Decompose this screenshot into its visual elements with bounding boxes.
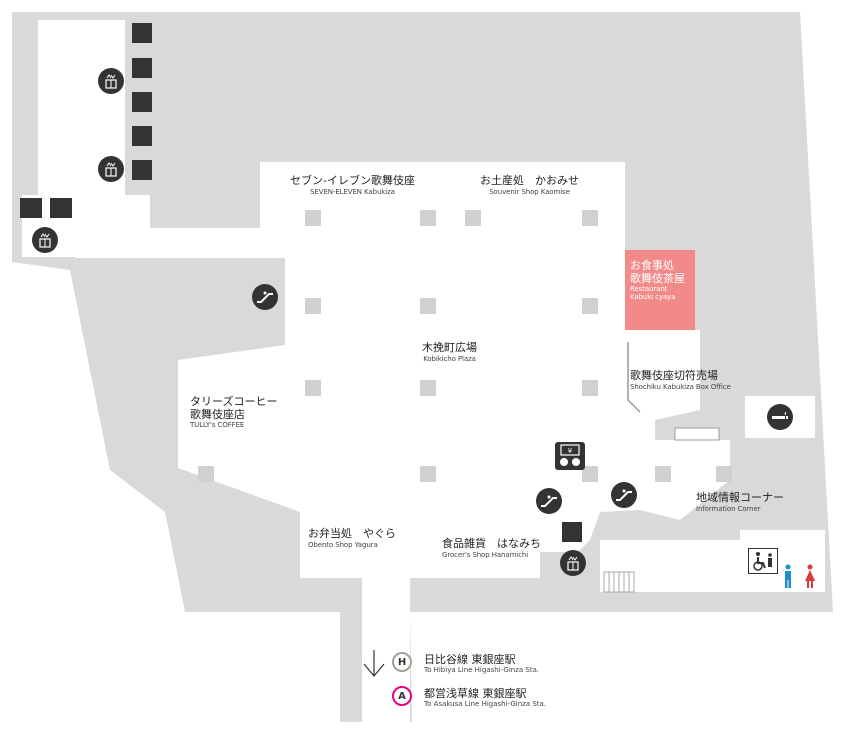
bento-en: Obento Shop Yagura [308, 540, 378, 549]
escalator-icon [536, 488, 562, 514]
box-office-counter [674, 427, 720, 441]
box-office-wall [627, 342, 641, 413]
grocery-en: Grocer's Shop Hanamichi [442, 550, 529, 559]
hibiya-exit-jp: 日比谷線 東銀座駅 [424, 653, 516, 666]
restaurant-area [625, 250, 695, 330]
plaza-jp: 木挽町広場 [422, 341, 477, 354]
hibiya-line-badge: H [392, 652, 412, 672]
upper-left-corridor [38, 20, 150, 228]
restaurant-en2: Kabuki cyaya [630, 293, 676, 302]
label-restaurant: お食事処 歌舞伎茶屋 Restaurant Kabuki cyaya [630, 259, 685, 302]
smoking-area-icon [767, 404, 793, 430]
tullys-en: TULLY's COFFEE [190, 421, 245, 430]
hibiya-exit-en: To Hibiya Line Higashi-Ginza Sta. [424, 666, 540, 674]
restaurant-jp2: 歌舞伎茶屋 [630, 271, 685, 285]
elevator-shafts [20, 23, 582, 542]
label-seven-eleven: セブン-イレブン歌舞伎座 SEVEN-ELEVEN Kabukiza [290, 174, 415, 196]
grocery-jp: 食品雑貨 はなみち [442, 537, 541, 550]
label-plaza: 木挽町広場 Kobikicho Plaza [422, 341, 477, 363]
stairs [603, 571, 635, 593]
label-bento: お弁当処 やぐら Obento Shop Yagura [308, 527, 396, 549]
exit-arrow [363, 650, 385, 677]
restaurant-en1: Restaurant [630, 285, 668, 294]
label-box-office: 歌舞伎座切符売場 Shochiku Kabukiza Box Office [630, 369, 731, 391]
escalator-icon [611, 482, 637, 508]
pillars [198, 210, 732, 482]
souvenir-en: Souvenir Shop Kaomise [489, 187, 570, 196]
restaurant-jp1: お食事処 [630, 259, 674, 272]
male-toilet-icon [783, 564, 793, 592]
elevator-icon [560, 550, 586, 576]
info-jp: 地域情報コーナー [696, 491, 784, 504]
seven-eleven-jp: セブン-イレブン歌舞伎座 [290, 174, 415, 187]
female-toilet-icon [804, 564, 816, 592]
box-office-jp: 歌舞伎座切符売場 [630, 369, 718, 382]
asakusa-exit-en: To Asakusa Line Higashi-Ginza Sta. [424, 700, 547, 708]
accessible-toilet-icon [748, 548, 778, 574]
escalator-icon [252, 284, 278, 310]
label-grocery: 食品雑貨 はなみち Grocer's Shop Hanamichi [442, 537, 541, 559]
currency-exchange-icon: ¥ [555, 442, 585, 470]
souvenir-jp: お土産処 かおみせ [480, 174, 579, 187]
asakusa-exit-jp: 都営浅草線 東銀座駅 [424, 687, 527, 700]
label-info: 地域情報コーナー Information Corner [696, 491, 784, 513]
elevator-icon [98, 156, 124, 182]
tullys-jp2: 歌舞伎座店 [190, 407, 245, 421]
elevator-icon [32, 227, 58, 253]
label-souvenir: お土産処 かおみせ Souvenir Shop Kaomise [480, 174, 579, 196]
tullys-jp1: タリーズコーヒー [190, 395, 278, 408]
info-en: Information Corner [696, 504, 761, 513]
plaza-en: Kobikicho Plaza [423, 354, 476, 363]
box-office-en: Shochiku Kabukiza Box Office [630, 382, 731, 391]
elevator-icon [98, 68, 124, 94]
svg-text:¥: ¥ [568, 447, 573, 455]
label-tullys: タリーズコーヒー 歌舞伎座店 TULLY's COFFEE [190, 395, 278, 430]
asakusa-line-badge: A [392, 686, 412, 706]
seven-eleven-en: SEVEN-ELEVEN Kabukiza [310, 187, 395, 196]
bento-jp: お弁当処 やぐら [308, 527, 396, 540]
west-corridor [75, 228, 295, 258]
